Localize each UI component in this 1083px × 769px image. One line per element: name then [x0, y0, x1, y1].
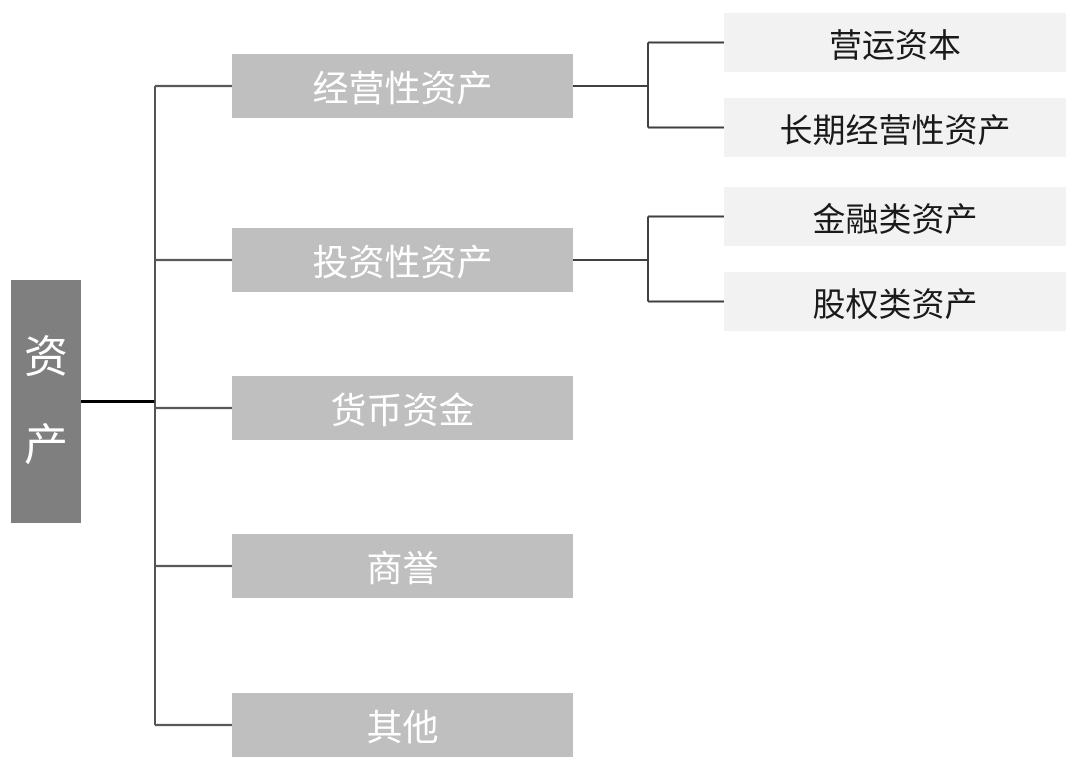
leaf-node-label: 股权类资产	[812, 284, 978, 324]
leaf-node-working-capital: 营运资本	[724, 13, 1066, 72]
branch-node-label: 商誉	[366, 549, 439, 590]
branch-node-monetary-funds: 货币资金	[232, 376, 573, 440]
root-node-assets: 资产	[11, 280, 81, 523]
leaf-node-label: 长期经营性资产	[779, 110, 1011, 150]
leaf-node-equity-assets: 股权类资产	[724, 272, 1066, 331]
branch-node-label: 经营性资产	[312, 69, 493, 110]
branch-node-others: 其他	[232, 693, 573, 757]
branch-node-operating-assets: 经营性资产	[232, 54, 573, 118]
bracket-investment-assets	[573, 215, 724, 303]
leaf-node-financial-assets: 金融类资产	[724, 187, 1066, 246]
branch-node-label: 其他	[366, 708, 439, 749]
branch-node-goodwill: 商誉	[232, 534, 573, 598]
branch-node-label: 投资性资产	[312, 243, 493, 284]
leaf-node-label: 金融类资产	[812, 199, 978, 239]
bracket-operating-assets	[573, 41, 724, 129]
branch-node-label: 货币资金	[330, 391, 475, 432]
root-node-label: 资产	[24, 331, 68, 471]
leaf-node-label: 营运资本	[829, 25, 961, 65]
branch-node-investment-assets: 投资性资产	[232, 228, 573, 292]
leaf-node-long-term-operating-assets: 长期经营性资产	[724, 98, 1066, 157]
